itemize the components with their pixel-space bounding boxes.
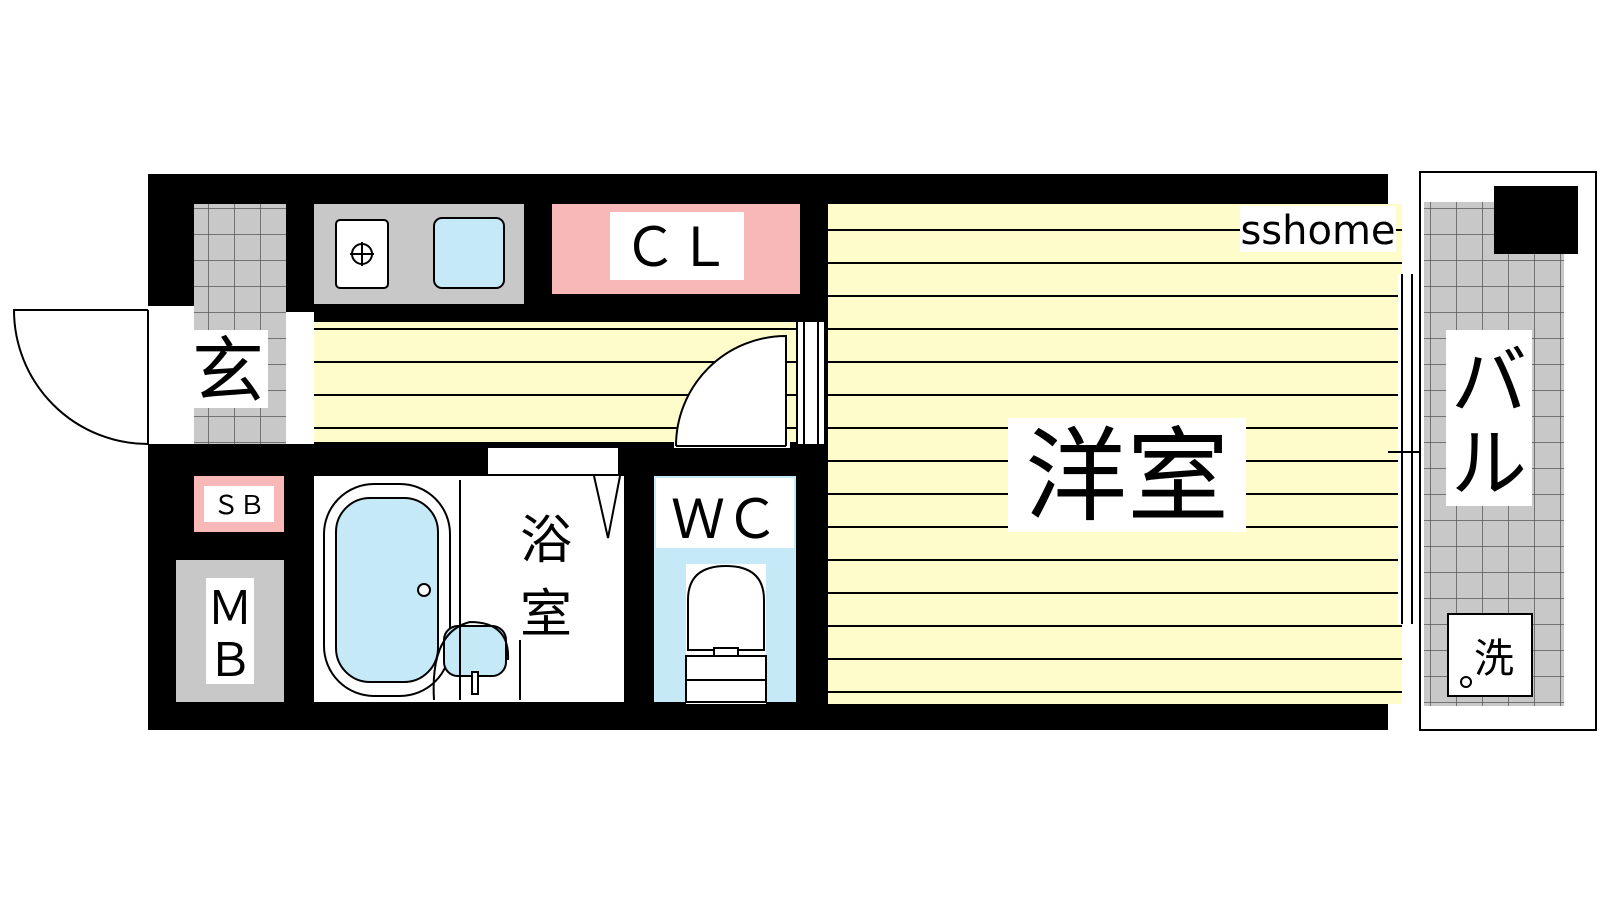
bathtub-drain xyxy=(417,583,431,597)
balcony-label-1: バ xyxy=(1451,337,1527,426)
entry-door-swing xyxy=(12,309,149,445)
washer-drain-icon xyxy=(1460,676,1472,688)
watermark-text: sshome xyxy=(1240,208,1395,254)
corridor-opening xyxy=(286,312,314,444)
toilet-label-bg xyxy=(656,478,794,548)
toilet-door-swing xyxy=(675,334,787,447)
meter-box-label-1: Ｍ xyxy=(207,581,253,635)
bath-door-gap xyxy=(488,448,618,474)
western-room-label: 洋室 xyxy=(1025,418,1229,537)
closet-label-bg xyxy=(610,212,744,280)
washer-label: 洗 xyxy=(1474,636,1514,682)
balcony-window xyxy=(1398,274,1416,624)
watermark-bg xyxy=(1240,206,1396,252)
room-door-opening xyxy=(798,322,824,444)
entry-door-opening xyxy=(148,306,194,444)
bathroom-label-2: 室 xyxy=(520,585,572,645)
bath-folding-door xyxy=(593,475,621,539)
toilet-tank xyxy=(685,647,767,703)
closet-label: ＣＬ xyxy=(623,216,731,279)
shoe-box-label: ＳＢ xyxy=(213,491,265,521)
bathroom-label-1: 浴 xyxy=(520,511,572,571)
balcony-label-2: ル xyxy=(1451,419,1527,508)
wash-basin xyxy=(443,625,507,677)
kitchen-sink xyxy=(433,217,505,289)
entrance-label: 玄 xyxy=(192,329,264,413)
toilet-label: ＷＣ xyxy=(671,488,779,551)
bathtub xyxy=(335,497,439,683)
meter-box-label-2: Ｂ xyxy=(207,633,253,687)
entrance-label-bg xyxy=(188,330,268,408)
toilet-bowl xyxy=(687,564,765,651)
balcony-label-bg xyxy=(1446,330,1532,506)
balcony-pillar xyxy=(1494,186,1578,254)
western-room-label-bg xyxy=(1008,418,1246,532)
